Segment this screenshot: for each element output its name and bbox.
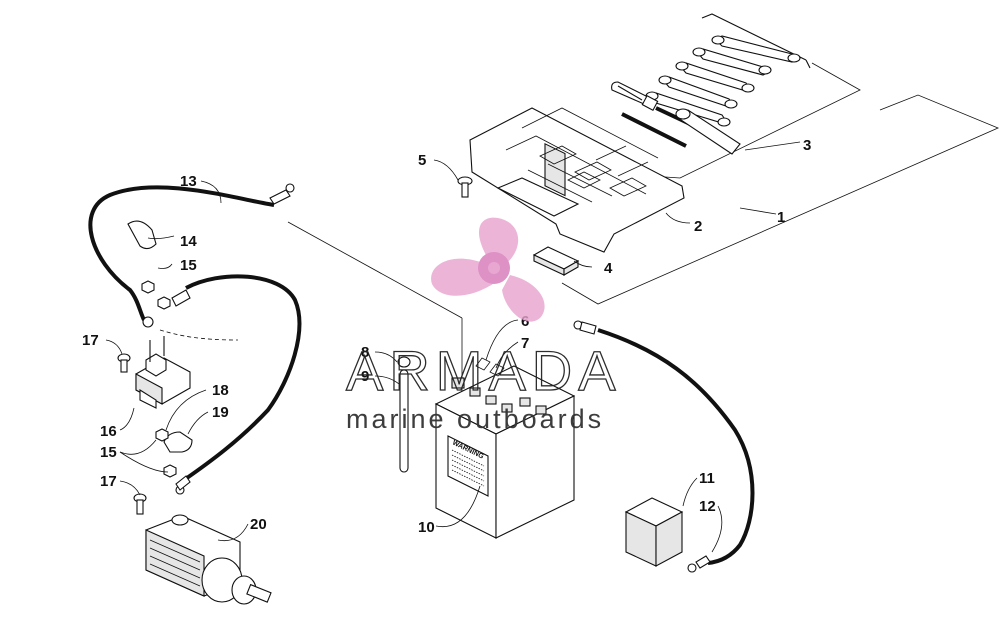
callout-8: 8 — [361, 344, 369, 361]
callout-16: 16 — [100, 423, 117, 440]
callout-17: 17 — [82, 332, 99, 349]
vent-tube — [397, 356, 411, 473]
callout-15-lower: 15 — [100, 444, 117, 461]
wrench-icon — [645, 91, 731, 127]
callout-11: 11 — [699, 470, 715, 487]
callout-19: 19 — [212, 404, 229, 421]
starter-relay-cable — [159, 274, 302, 495]
propeller-logo-icon — [431, 217, 545, 322]
watermark-title: ARMADA — [346, 339, 622, 402]
socket-wrench-icon — [675, 108, 741, 155]
callout-18: 18 — [212, 382, 229, 399]
nut — [163, 464, 177, 478]
screw — [117, 353, 131, 373]
leader-lines — [105, 159, 723, 553]
starter-motor — [145, 514, 272, 605]
screw — [133, 493, 147, 515]
nut — [157, 296, 171, 310]
starter-cable — [88, 183, 295, 328]
tool-tray — [469, 107, 685, 253]
nut — [141, 280, 155, 294]
watermark: ARMADA marine outboards — [345, 217, 622, 434]
watermark-subtitle: marine outboards — [346, 404, 604, 434]
nut — [155, 428, 169, 442]
battery: WARNING — [287, 221, 576, 539]
callout-10: 10 — [418, 519, 435, 536]
tool-kit-assembly — [457, 13, 1000, 305]
callout-13: 13 — [180, 173, 197, 190]
callout-12: 12 — [699, 498, 716, 515]
callout-17-lower: 17 — [100, 473, 117, 490]
battery-terminals — [451, 357, 547, 415]
wrench-icon — [692, 47, 772, 76]
callout-7: 7 — [521, 335, 529, 352]
callout-9: 9 — [361, 368, 369, 385]
callout-4: 4 — [604, 260, 613, 277]
callout-5: 5 — [418, 152, 426, 169]
starter-relay — [135, 336, 191, 409]
callout-14: 14 — [180, 233, 197, 250]
wrench-icon — [675, 61, 755, 93]
callout-2: 2 — [694, 218, 702, 235]
callout-labels: 1 2 3 4 5 6 7 8 9 10 11 12 13 14 15 15 1… — [82, 137, 811, 536]
battery-cable-positive — [573, 320, 755, 573]
callout-3: 3 — [803, 137, 811, 154]
callout-20: 20 — [250, 516, 267, 533]
foam-pad — [532, 246, 580, 276]
tool-set — [611, 13, 811, 155]
foam-pad-small — [624, 497, 684, 567]
bolt — [457, 176, 473, 198]
wrench-icon — [658, 75, 738, 109]
terminal-boot — [127, 220, 157, 250]
wrench-icon — [711, 35, 801, 63]
callout-15: 15 — [180, 257, 197, 274]
callout-1: 1 — [777, 209, 785, 226]
callout-6: 6 — [521, 313, 529, 330]
